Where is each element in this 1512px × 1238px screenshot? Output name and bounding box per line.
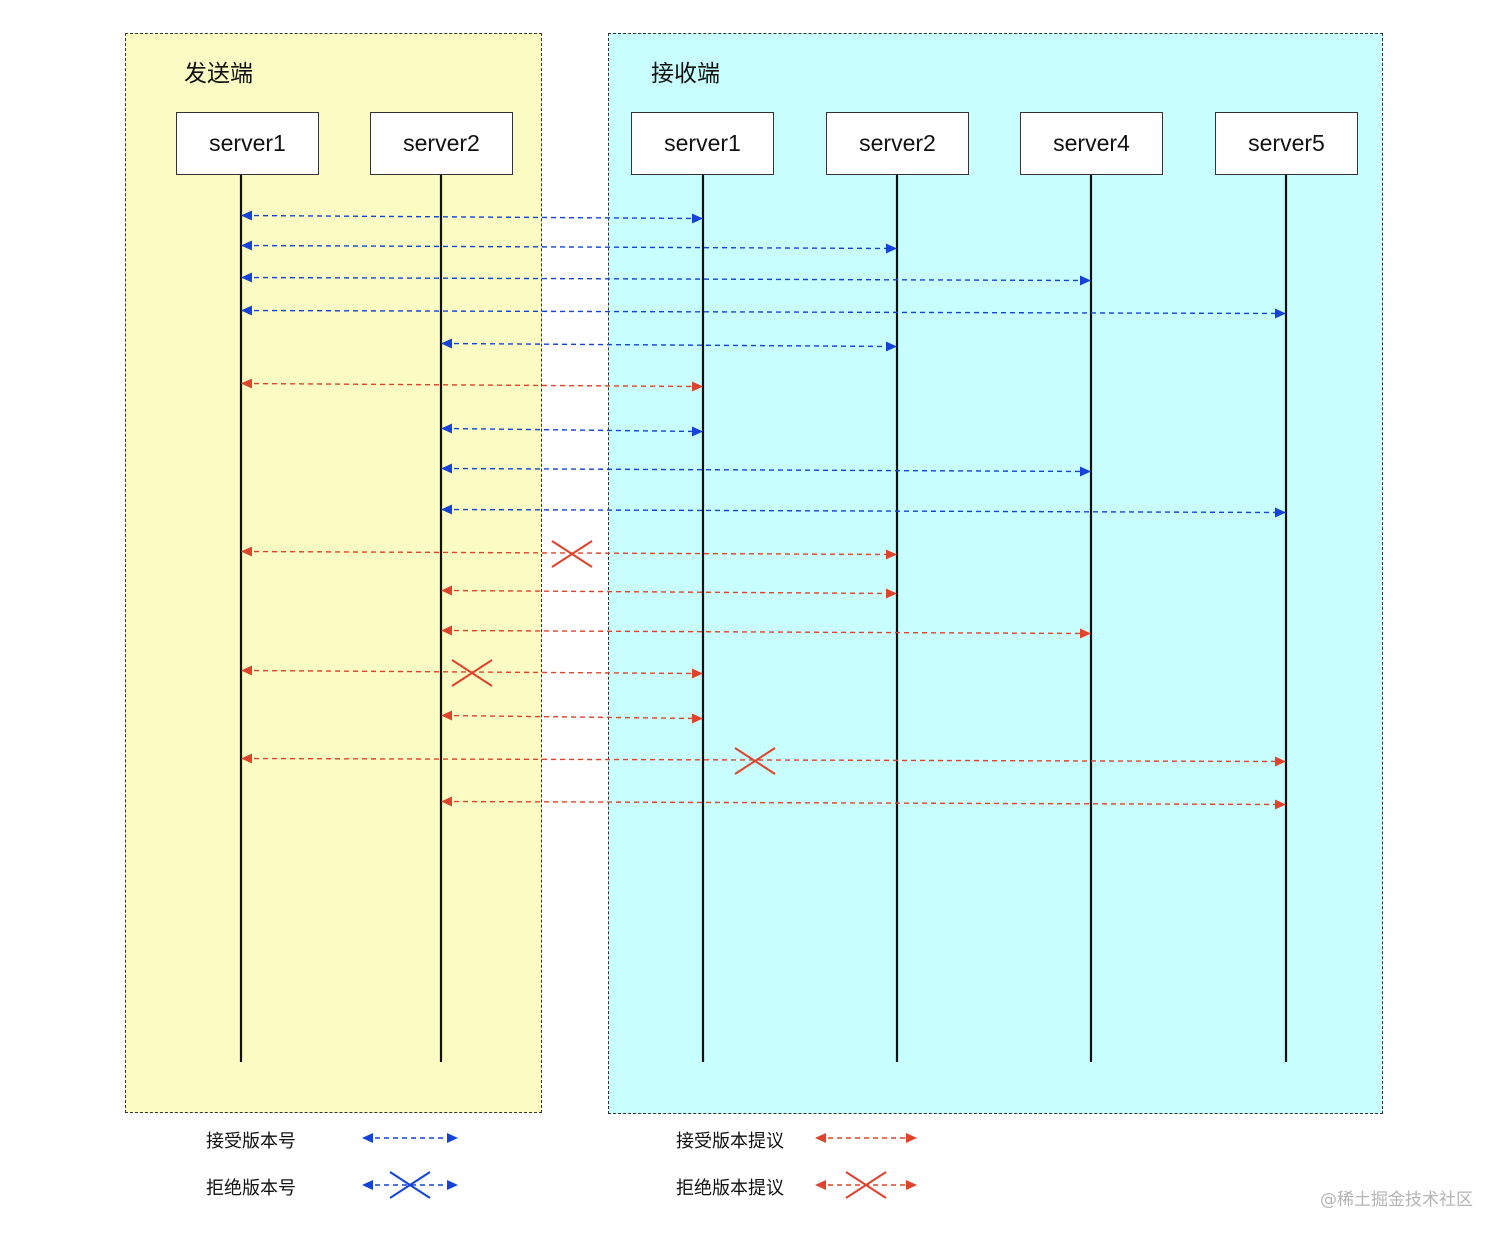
receiver-node-server1: server1 [631,112,774,175]
legend-label-reject-version: 拒绝版本号 [206,1178,296,1199]
message-10-arrow-right [886,549,897,560]
message-5-line [444,342,894,348]
message-13-arrow-right [692,668,703,679]
message-14-arrow-right [692,713,703,724]
message-13-arrow-left [241,665,252,676]
message-5-arrow-left [441,338,452,349]
message-15-line [244,757,1283,763]
message-8-arrow-right [1080,466,1091,477]
message-10-reject-cross [551,540,593,568]
receiver-node-server4: server4 [1020,112,1163,175]
message-13-reject-cross [451,659,493,687]
message-7-arrow-left [441,423,452,434]
legend-1-arrow-right [447,1133,458,1143]
legend-1-arrow-left [362,1133,373,1143]
message-12-arrow-left [441,625,452,636]
message-16-arrow-right [1275,799,1286,810]
message-2-arrow-left [241,240,252,251]
message-4-arrow-left [241,305,252,316]
message-2-line [244,244,894,250]
message-9-arrow-left [441,504,452,515]
message-2-arrow-right [886,243,897,254]
message-1-arrow-left [241,210,252,221]
receiver-node-server5: server5 [1215,112,1358,175]
legend-label-reject-proposal: 拒绝版本提议 [676,1178,784,1199]
legend-2-reject-cross [389,1171,431,1199]
message-3-line [244,276,1088,282]
message-15-reject-cross [734,747,776,775]
message-6-line [244,382,700,388]
message-12-arrow-right [1080,628,1091,639]
message-6-arrow-right [692,381,703,392]
message-9-arrow-right [1275,507,1286,518]
message-4-line [244,309,1283,315]
message-3-arrow-left [241,272,252,283]
message-1-arrow-right [692,213,703,224]
legend-3-arrow-right [906,1133,917,1143]
message-7-line [444,427,700,433]
legend-2-arrow-left [362,1180,373,1190]
message-1-line [244,214,700,220]
message-11-arrow-left [441,585,452,596]
message-5-arrow-right [886,341,897,352]
message-3-arrow-right [1080,275,1091,286]
legend-2-arrow-right [447,1180,458,1190]
legend-3-arrow-left [815,1133,826,1143]
message-7-arrow-right [692,426,703,437]
message-14-arrow-left [441,710,452,721]
sender-node-server1: server1 [176,112,319,175]
sender-node-server2: server2 [370,112,513,175]
receiver-zone [608,33,1383,1114]
sender-zone-title: 发送端 [184,61,253,87]
message-15-arrow-left [241,753,252,764]
legend-label-accept-version: 接受版本号 [206,1131,296,1152]
legend-4-arrow-right [906,1180,917,1190]
legend-4-arrow-left [815,1180,826,1190]
message-16-line [444,800,1283,806]
message-11-arrow-right [886,588,897,599]
receiver-node-server2: server2 [826,112,969,175]
legend-4-reject-cross [845,1171,887,1199]
receiver-zone-title: 接收端 [651,61,720,87]
message-14-line [444,714,700,720]
legend-label-accept-proposal: 接受版本提议 [676,1131,784,1152]
sender-zone [125,33,542,1113]
message-8-line [444,467,1088,473]
message-8-arrow-left [441,463,452,474]
message-16-arrow-left [441,796,452,807]
message-11-line [444,589,894,595]
message-9-line [444,508,1283,514]
message-12-line [444,629,1088,635]
message-15-arrow-right [1275,756,1286,767]
watermark: @稀土掘金技术社区 [1320,1190,1473,1210]
message-6-arrow-left [241,378,252,389]
message-10-arrow-left [241,546,252,557]
message-4-arrow-right [1275,308,1286,319]
